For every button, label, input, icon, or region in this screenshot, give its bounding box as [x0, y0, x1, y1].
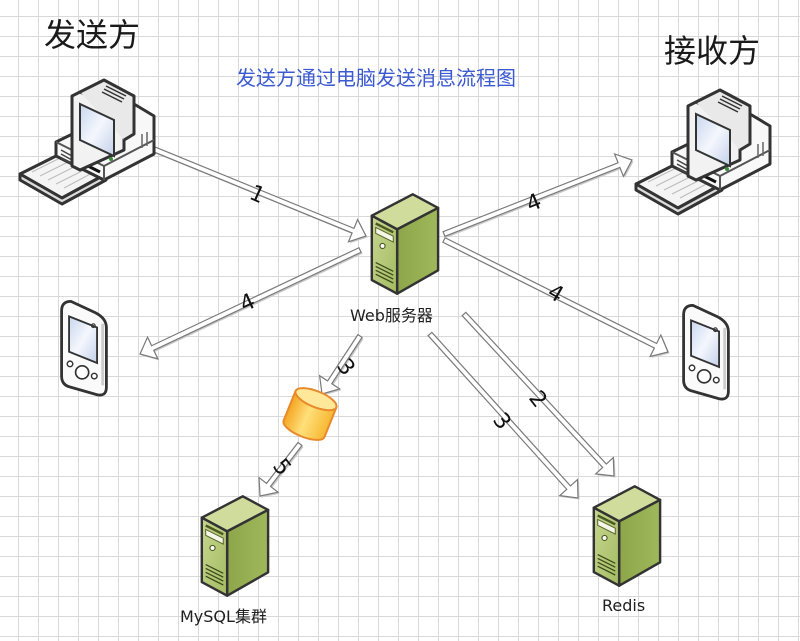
- arrow-server-to-cache: [318, 333, 363, 395]
- receiver-phone-icon: [682, 303, 730, 401]
- arrow-server-to-redis-2: [461, 311, 615, 477]
- web-server-label: Web服务器: [350, 306, 433, 325]
- redis-label: Redis: [602, 596, 646, 615]
- step-3-redis-label: 3: [487, 408, 515, 434]
- step-4-receiver-phone-label: 4: [543, 280, 568, 309]
- web-server-icon: [370, 193, 440, 295]
- arrow-server-to-receiver-pc: [442, 152, 633, 238]
- receiver-computer-icon: [634, 88, 772, 216]
- arrow-cache-to-mysql: [258, 441, 303, 497]
- arrow-server-to-receiver-phone: [442, 236, 669, 358]
- diagram-title: 发送方通过电脑发送消息流程图: [236, 66, 516, 90]
- arrow-server-to-redis-3: [427, 331, 579, 499]
- receiver-label: 接收方: [664, 32, 761, 70]
- sender-label: 发送方: [44, 16, 141, 54]
- mysql-server-icon: [200, 495, 270, 597]
- message-queue-icon: [282, 387, 338, 441]
- arrow-sender-to-server: [144, 142, 367, 243]
- arrow-server-to-sender-phone: [139, 246, 362, 360]
- sender-computer-icon: [18, 78, 156, 206]
- step-2-label: 2: [523, 386, 551, 412]
- sender-phone-icon: [60, 299, 108, 397]
- mysql-label: MySQL集群: [180, 607, 267, 626]
- redis-server-icon: [592, 485, 662, 587]
